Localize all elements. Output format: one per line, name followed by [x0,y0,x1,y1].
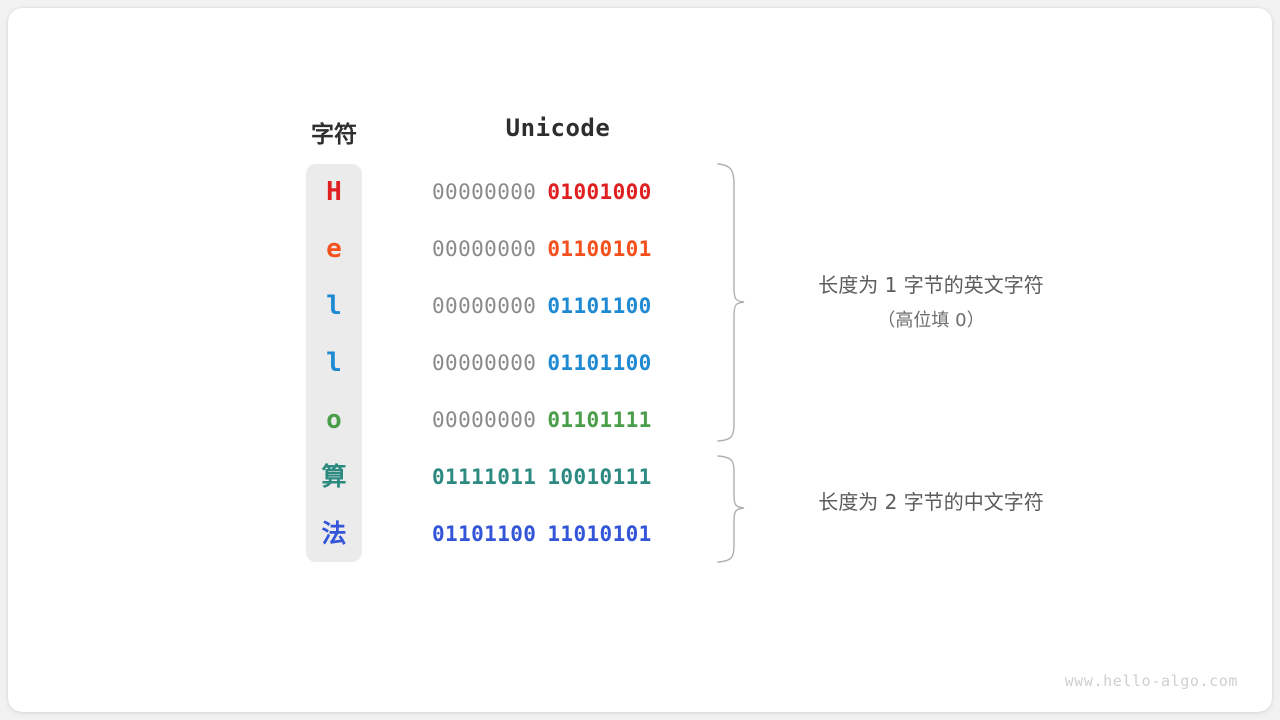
annotation-chinese: 长度为 2 字节的中文字符 [766,487,1096,517]
character-cell-3: l [326,348,342,378]
high-byte-6: 01101100 [432,522,537,546]
low-byte-2: 01101100 [547,294,652,318]
unicode-row-2: 00000000 01101100 [432,278,684,334]
annotation-english-line1: 长度为 1 字节的英文字符 [818,273,1044,297]
high-byte-1: 00000000 [432,237,537,261]
annotation-english-line2: （高位填 0） [877,310,985,331]
high-byte-2: 00000000 [432,294,537,318]
character-cell-4: o [326,405,342,435]
high-byte-5: 01111011 [432,465,537,489]
unicode-row-1: 00000000 01100101 [432,221,684,277]
low-byte-0: 01001000 [547,180,652,204]
high-byte-4: 00000000 [432,408,537,432]
low-byte-4: 01101111 [547,408,652,432]
unicode-row-3: 00000000 01101100 [432,335,684,391]
unicode-row-5: 01111011 10010111 [432,449,684,505]
annotation-english: 长度为 1 字节的英文字符 （高位填 0） [766,267,1096,339]
annotation-chinese-line1: 长度为 2 字节的中文字符 [818,490,1044,514]
low-byte-1: 01100101 [547,237,652,261]
unicode-row-4: 00000000 01101111 [432,392,684,448]
column-header-unicode: Unicode [505,114,611,142]
column-header-character: 字符 [311,122,357,148]
character-cell-5: 算 [321,462,347,491]
character-cell-1: e [326,234,342,264]
unicode-row-0: 00000000 01001000 [432,164,684,220]
watermark-url: www.hello-algo.com [1064,672,1238,690]
high-byte-3: 00000000 [432,351,537,375]
character-cell-2: l [326,291,342,321]
character-column-strip: H e l l o 算 法 [306,164,362,562]
character-cell-0: H [326,177,342,207]
low-byte-3: 01101100 [547,351,652,375]
high-byte-0: 00000000 [432,180,537,204]
low-byte-6: 11010101 [547,522,652,546]
unicode-row-6: 01101100 11010101 [432,506,684,562]
character-cell-6: 法 [321,519,347,548]
low-byte-5: 10010111 [547,465,652,489]
figure-card [8,8,1272,712]
